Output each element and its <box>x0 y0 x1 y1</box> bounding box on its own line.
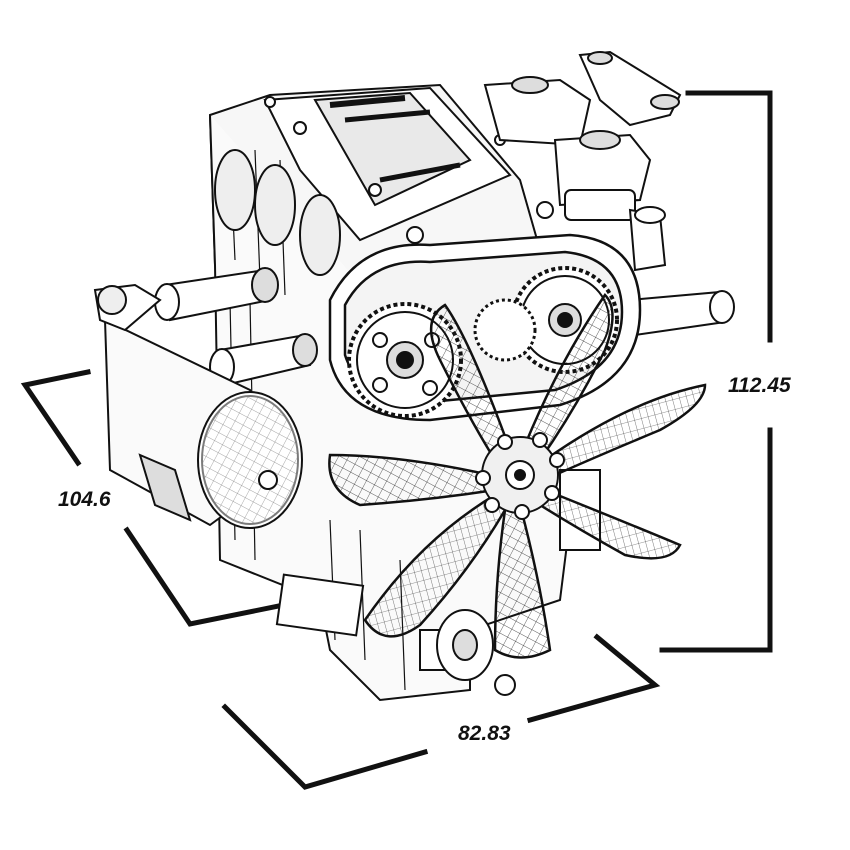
fan-hub <box>475 432 565 520</box>
fan-blade <box>543 383 707 477</box>
fan-blade <box>429 303 512 462</box>
dimension-width-bracket <box>221 633 661 790</box>
fan <box>328 293 707 659</box>
fan-blade <box>493 503 552 659</box>
fan-blade <box>538 488 682 560</box>
crank-pulley <box>436 609 516 696</box>
starter-motor <box>93 283 303 529</box>
dimension-width-label: 82.83 <box>458 722 511 745</box>
dimension-height-label: 112.45 <box>728 374 791 397</box>
dimension-depth-label: 104.6 <box>58 488 111 511</box>
rocker-mount <box>483 50 682 272</box>
idler-gear <box>473 298 537 362</box>
fan-blade <box>363 493 507 638</box>
dimension-depth-bracket <box>20 369 321 627</box>
fan-blade <box>523 293 614 462</box>
exhaust-pipes <box>154 267 735 387</box>
fan-blade <box>328 453 497 507</box>
dimension-height-bracket <box>659 90 773 653</box>
